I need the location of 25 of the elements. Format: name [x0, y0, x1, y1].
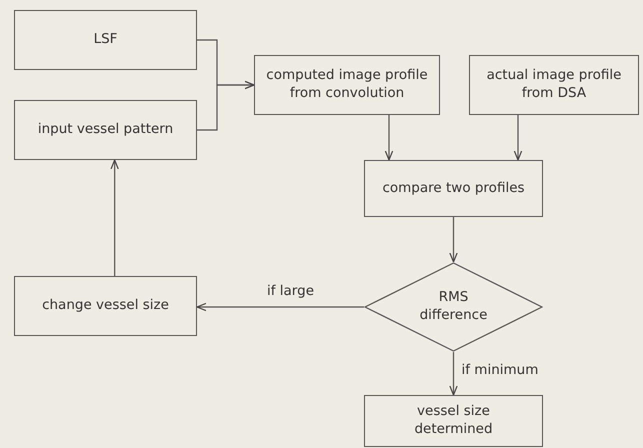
arrow — [197, 80, 255, 131]
node-text: change vessel size — [42, 297, 169, 315]
arrow — [449, 217, 458, 263]
process-box — [14, 100, 197, 160]
edge-label: if large — [265, 283, 316, 299]
decision-diamond — [364, 262, 543, 352]
process-box — [14, 10, 197, 70]
node-text: computed image profile from convolution — [265, 67, 429, 103]
node-text: actual image profile from DSA — [486, 67, 622, 103]
arrow — [449, 352, 458, 396]
node-text: compare two profiles — [382, 180, 525, 198]
arrow — [110, 159, 119, 276]
process-box — [364, 160, 543, 217]
node-text: LSF — [94, 31, 118, 49]
process-box — [364, 395, 543, 447]
arrow — [514, 115, 522, 161]
node-text: input vessel pattern — [38, 121, 174, 139]
node-text: RMS difference — [418, 289, 488, 325]
process-box — [469, 55, 639, 115]
arrow — [196, 302, 364, 312]
process-box — [14, 276, 197, 336]
process-box — [254, 55, 440, 115]
node-text: vessel size determined — [413, 403, 494, 439]
arrow — [384, 115, 394, 161]
edge-label: if minimum — [460, 362, 540, 378]
